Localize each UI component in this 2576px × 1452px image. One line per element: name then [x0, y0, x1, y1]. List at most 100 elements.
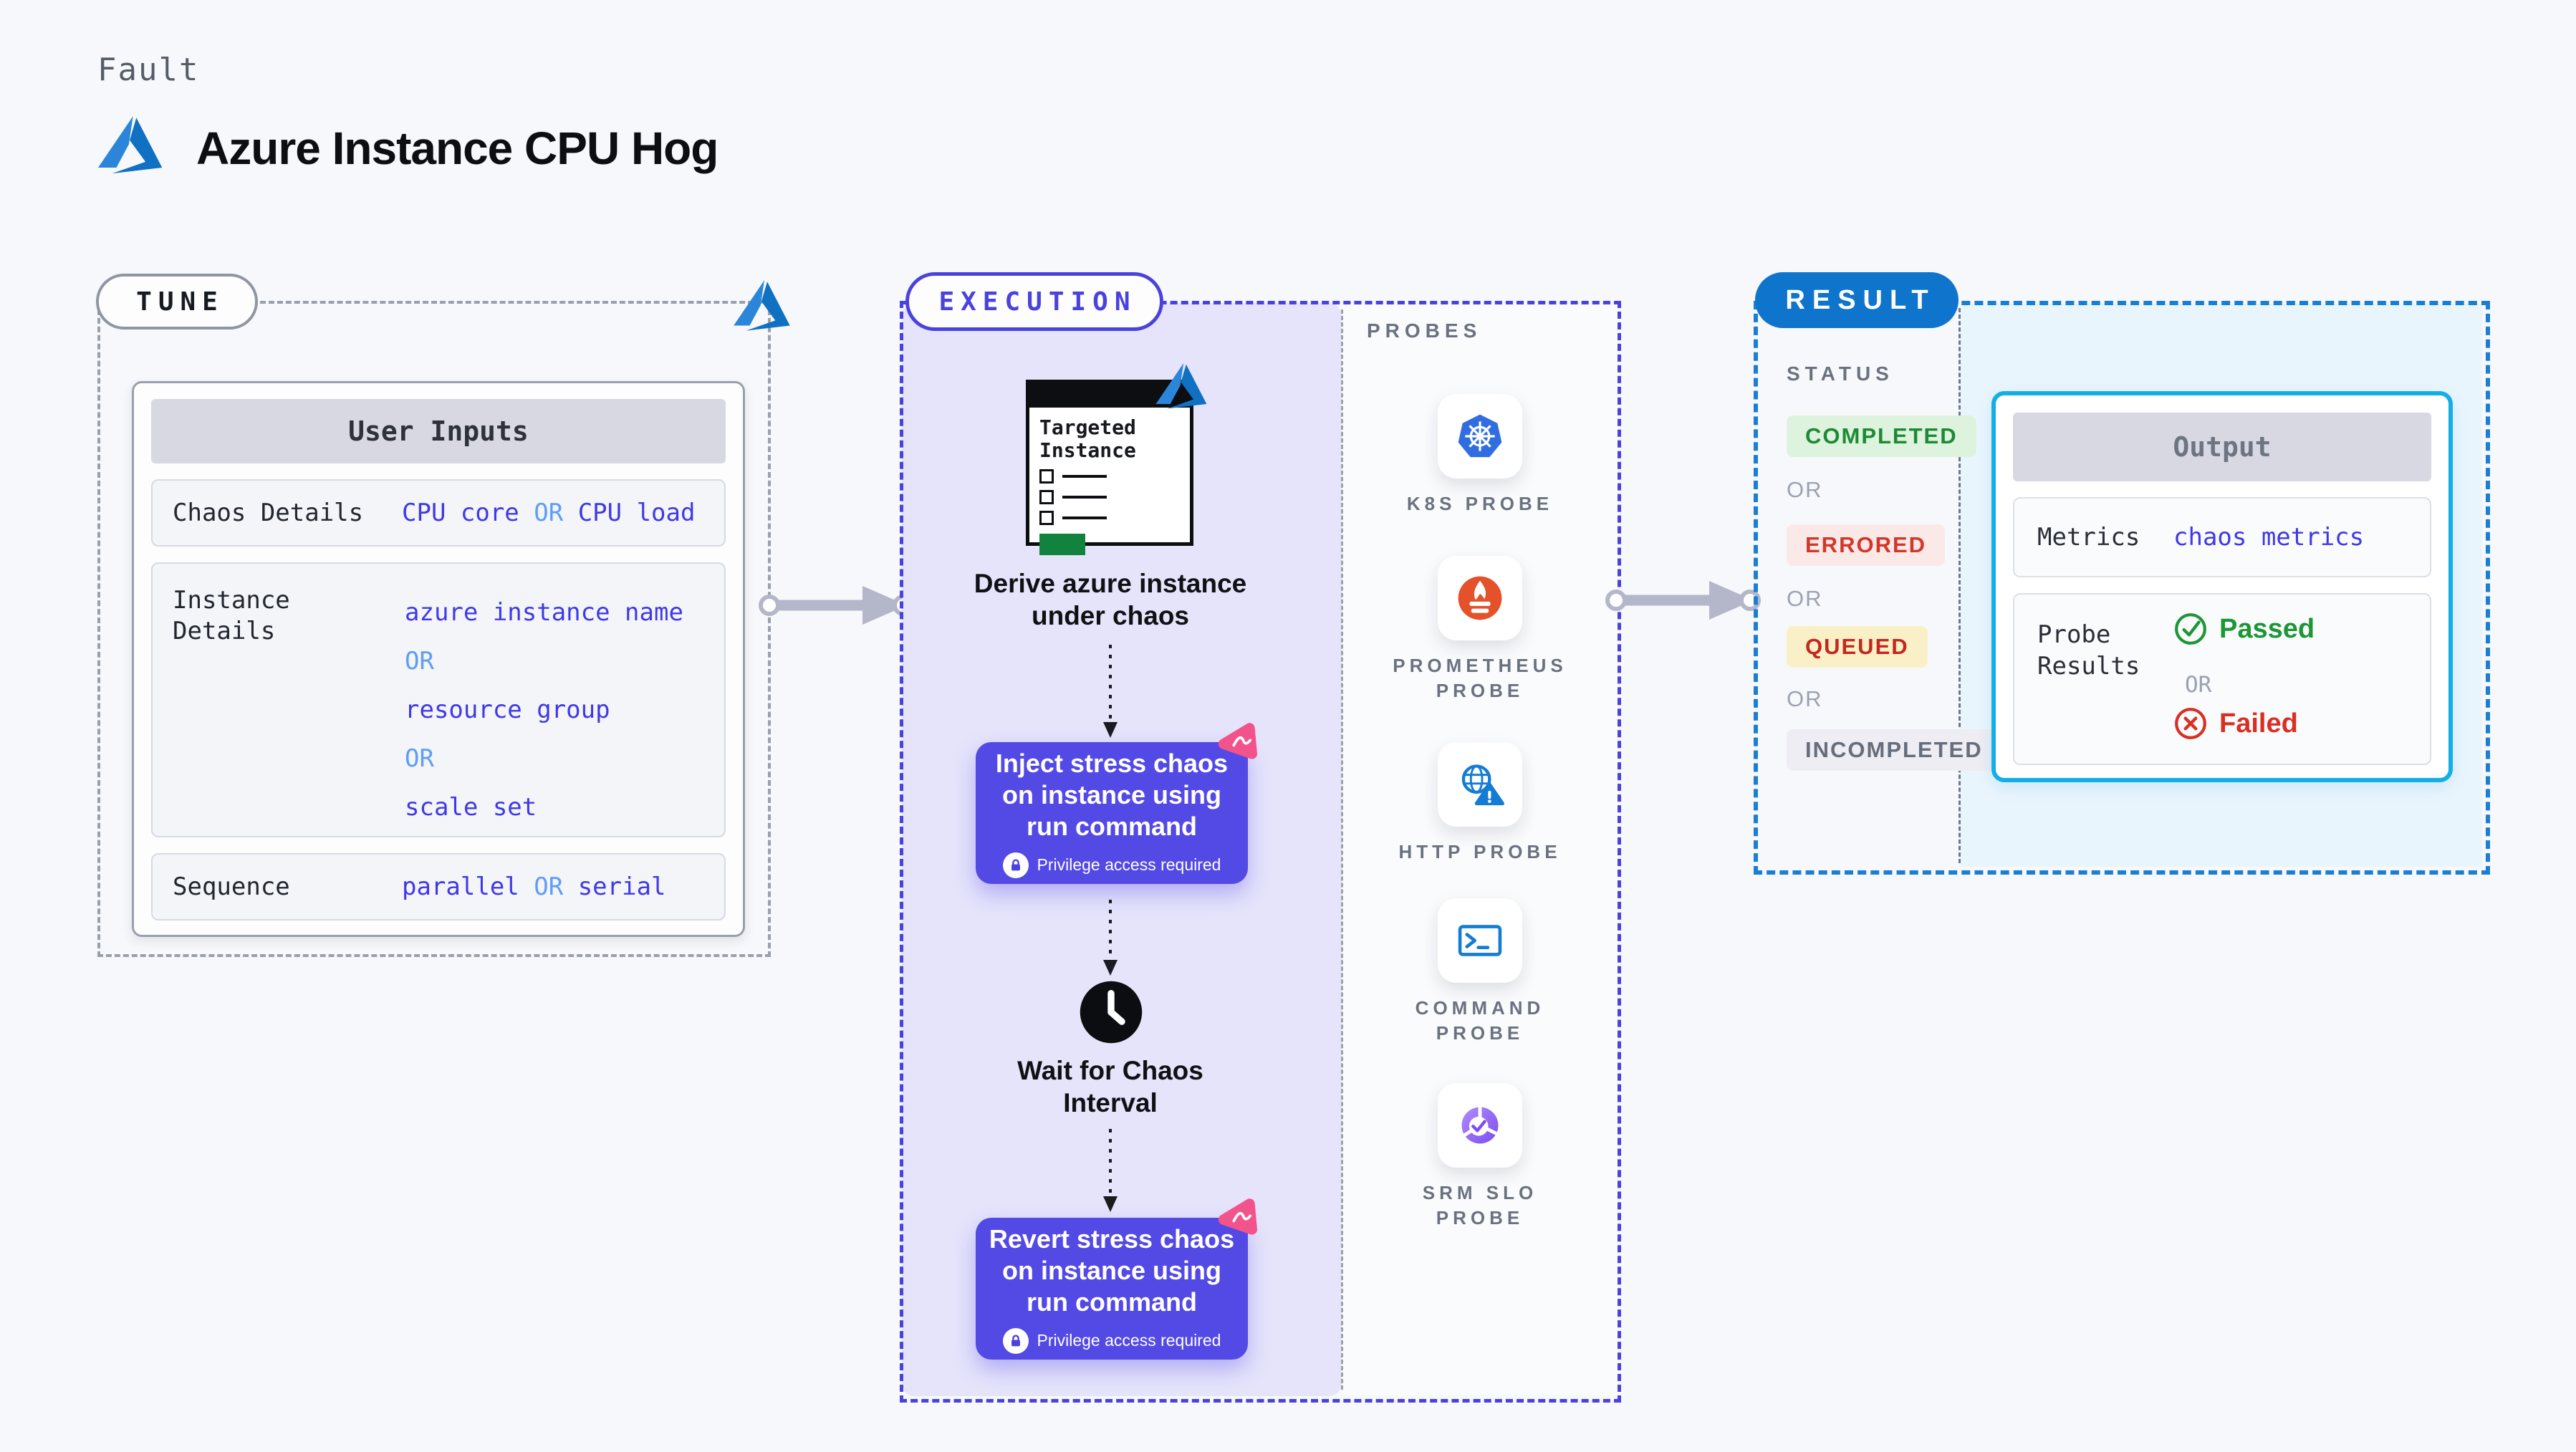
derive-step-label: Derive azure instance under chaos: [974, 569, 1247, 631]
or-separator: OR: [405, 647, 434, 675]
tune-badge: TUNE: [96, 274, 258, 330]
lock-icon: [1002, 1327, 1029, 1354]
or-separator: OR: [1787, 686, 1823, 711]
output-card: Output Metrics chaos metrics Probe Resul…: [1991, 391, 2453, 782]
probe-results-label: Probe Results: [2037, 620, 2140, 681]
chaos-details-value: CPU core OR CPU load: [402, 499, 695, 527]
slo-gauge-check-icon: [1438, 1083, 1522, 1168]
chaos-hub-badge-icon: [1218, 723, 1257, 759]
flow-arrow-down: [1103, 900, 1118, 976]
globe-alert-icon: [1438, 742, 1522, 827]
status-badge-incompleted: INCOMPLETED: [1787, 729, 2001, 771]
line-decoration: [1062, 516, 1107, 519]
sequence-option-2: serial: [577, 872, 666, 901]
result-badge: RESULT: [1755, 272, 1959, 328]
checkbox-icon: [1039, 468, 1054, 484]
probe-item-k8s: K8S PROBE: [1342, 394, 1618, 516]
fault-kicker: Fault: [97, 52, 200, 88]
checkbox-icon: [1039, 510, 1054, 525]
instance-details-label: Instance Details: [173, 586, 290, 645]
checklist-row: [1039, 510, 1180, 525]
user-inputs-card: User Inputs Chaos Details CPU core OR CP…: [132, 381, 745, 937]
privilege-note-text: Privilege access required: [1037, 1331, 1221, 1350]
output-title: Output: [2173, 431, 2272, 463]
chaos-details-option-1: CPU core: [402, 499, 519, 527]
failed-label: Failed: [2219, 708, 2298, 739]
page-title: Azure Instance CPU Hog: [196, 122, 719, 174]
checkbox-icon: [1039, 489, 1054, 504]
flow-arrow-execution-to-result: [1605, 581, 1761, 620]
azure-logo-icon: [97, 116, 163, 174]
tune-section-border: [97, 301, 771, 957]
execution-probes-divider: [1341, 309, 1343, 1390]
instance-details-values: azure instance name OR resource group OR…: [405, 588, 683, 832]
status-badge-queued: QUEUED: [1787, 626, 1928, 668]
chaos-hub-badge-icon: [1218, 1198, 1257, 1235]
x-circle-icon: [2175, 708, 2206, 739]
execution-badge: EXECUTION: [905, 272, 1163, 331]
sequence-row: Sequence parallel OR serial: [151, 853, 726, 920]
or-separator: OR: [2185, 672, 2212, 698]
check-circle-icon: [2175, 613, 2206, 645]
sequence-option-1: parallel: [402, 872, 519, 901]
progress-bar-decoration: [1039, 533, 1085, 555]
status-badge-errored: ERRORED: [1787, 524, 1946, 566]
flow-arrow-down: [1103, 645, 1118, 738]
lock-icon: [1002, 852, 1029, 878]
terminal-icon: [1438, 898, 1522, 983]
sequence-label: Sequence: [173, 872, 290, 901]
azure-logo-icon: [1155, 362, 1207, 409]
line-decoration: [1062, 474, 1107, 478]
tune-badge-label: TUNE: [136, 287, 224, 317]
privilege-note: Privilege access required: [1002, 852, 1221, 878]
metrics-label: Metrics: [2037, 522, 2140, 552]
execution-badge-label: EXECUTION: [938, 287, 1137, 317]
revert-chaos-step: Revert stress chaos on instance using ru…: [976, 1218, 1248, 1360]
azure-logo-icon: [734, 280, 790, 331]
metrics-value: chaos metrics: [2173, 523, 2365, 552]
targeted-instance-window: Targeted Instance: [1026, 380, 1193, 555]
probe-item-command: COMMAND PROBE: [1342, 898, 1618, 1046]
user-inputs-header: User Inputs: [151, 399, 726, 463]
inject-chaos-step: Inject stress chaos on instance using ru…: [976, 742, 1248, 884]
kubernetes-wheel-icon: [1438, 394, 1522, 479]
instance-option: resource group: [405, 696, 610, 724]
flow-arrow-tune-to-execution: [759, 586, 914, 625]
checklist-row: [1039, 489, 1180, 504]
or-separator: OR: [534, 499, 564, 527]
status-badge-completed: COMPLETED: [1787, 415, 1976, 457]
or-separator: OR: [1787, 477, 1823, 502]
failed-result: Failed: [2173, 706, 2298, 741]
probe-label: HTTP PROBE: [1398, 841, 1562, 862]
clock-icon: [1080, 981, 1143, 1044]
metrics-row: Metrics chaos metrics: [2013, 497, 2431, 577]
prometheus-flame-icon: [1438, 556, 1522, 640]
inject-chaos-label: Inject stress chaos on instance using ru…: [995, 749, 1229, 841]
output-header: Output: [2013, 413, 2431, 481]
probe-label: K8S PROBE: [1406, 493, 1554, 514]
privilege-note: Privilege access required: [1002, 1327, 1221, 1354]
instance-details-row: Instance Details azure instance name OR …: [151, 562, 726, 837]
passed-result: Passed: [2173, 612, 2315, 646]
chaos-details-option-2: CPU load: [577, 499, 696, 527]
probe-label: PROMETHEUS PROBE: [1393, 655, 1567, 702]
instance-option: azure instance name: [405, 598, 683, 627]
probe-item-prometheus: PROMETHEUS PROBE: [1342, 556, 1618, 703]
probe-item-srm-slo: SRM SLO PROBE: [1342, 1083, 1618, 1231]
or-separator: OR: [1787, 586, 1823, 611]
flow-arrow-down: [1103, 1129, 1118, 1212]
revert-chaos-label: Revert stress chaos on instance using ru…: [989, 1224, 1235, 1317]
probes-panel-fill: [1342, 304, 1618, 1395]
wait-step-label: Wait for Chaos Interval: [1017, 1056, 1203, 1118]
checklist-row: [1039, 468, 1180, 484]
result-status-divider: [1959, 308, 1961, 863]
privilege-note-text: Privilege access required: [1037, 855, 1221, 875]
passed-label: Passed: [2219, 613, 2315, 644]
or-separator: OR: [405, 744, 434, 773]
execution-section-border: [900, 301, 1621, 1403]
result-section-border: [1754, 301, 2490, 875]
probe-item-http: HTTP PROBE: [1342, 742, 1618, 865]
chaos-details-row: Chaos Details CPU core OR CPU load: [151, 479, 726, 547]
sequence-value: parallel OR serial: [402, 872, 666, 901]
